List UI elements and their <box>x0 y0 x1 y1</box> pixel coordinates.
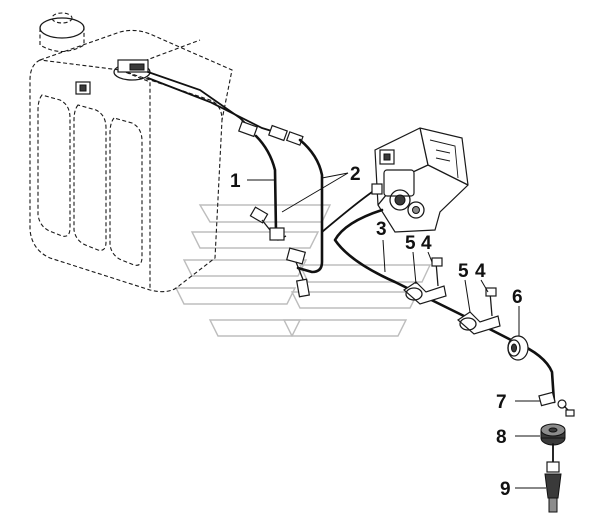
callout-4-b: 4 <box>475 261 486 282</box>
callout-5-b: 5 <box>458 261 469 282</box>
leader-lines <box>247 172 546 489</box>
callout-2: 2 <box>350 164 361 185</box>
clamp-set-b <box>457 287 501 335</box>
callout-3: 3 <box>376 219 387 240</box>
callout-9: 9 <box>500 479 511 500</box>
cable-3 <box>333 208 556 404</box>
callout-5-a: 5 <box>405 233 416 254</box>
sender <box>544 443 562 513</box>
control-unit <box>371 127 469 233</box>
grommet <box>507 335 529 361</box>
clip <box>538 391 575 417</box>
callout-1: 1 <box>230 171 241 192</box>
callouts: 1 2 3 5 4 5 4 6 7 8 9 <box>230 164 523 500</box>
tank <box>29 12 233 293</box>
callout-6: 6 <box>512 287 523 308</box>
callout-8: 8 <box>496 427 507 448</box>
callout-7: 7 <box>496 392 507 413</box>
callout-4-a: 4 <box>421 233 432 254</box>
cable-1 <box>249 134 287 241</box>
nut <box>540 423 566 446</box>
tank-harness <box>147 71 304 146</box>
